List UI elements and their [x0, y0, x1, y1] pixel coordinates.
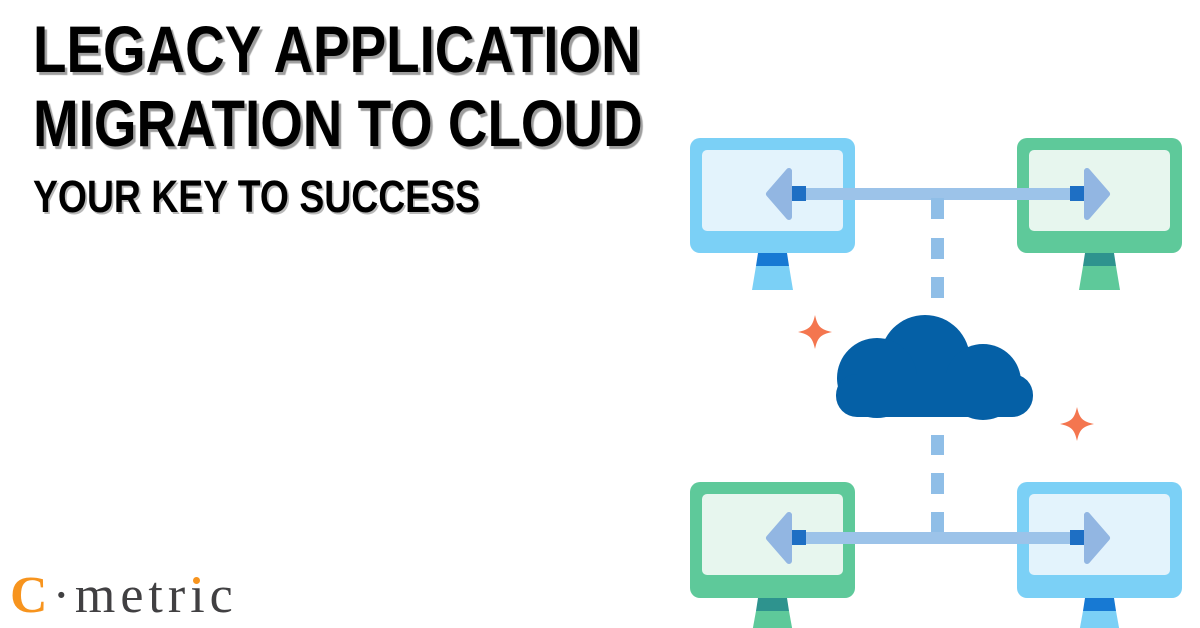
- page-subtitle: YOUR KEY TO SUCCESS: [33, 171, 480, 222]
- monitor-bottom-right: [1017, 482, 1182, 628]
- logo-i-stem: ı: [190, 567, 210, 624]
- connector-node-left: [792, 530, 806, 545]
- page-title-line2: MIGRATION TO CLOUD: [33, 86, 643, 160]
- monitor-top-left: [690, 138, 855, 290]
- cloud-migration-illustration: [690, 138, 1182, 628]
- dash-segment: [931, 238, 944, 259]
- dashed-link-top: [931, 198, 944, 298]
- arrow-right-icon: [1084, 168, 1110, 220]
- dash-segment: [931, 277, 944, 298]
- monitor-stand-foot: [1079, 611, 1120, 628]
- monitor-stand-neck: [756, 598, 789, 611]
- arrow-right-icon: [1084, 512, 1110, 564]
- logo-i-dot: [193, 577, 201, 584]
- connector-bar: [800, 532, 1076, 544]
- logo-text-end-c: c: [209, 567, 238, 624]
- monitor-stand-neck: [756, 253, 789, 266]
- connector-bottom: [766, 512, 1110, 564]
- arrow-left-icon: [766, 168, 792, 220]
- connector-top: [766, 168, 1110, 220]
- dash-segment: [931, 435, 944, 455]
- logo-letter-c: C: [10, 567, 53, 624]
- connector-node-right: [1070, 530, 1084, 545]
- dash-segment: [931, 512, 944, 532]
- monitor-bottom-left: [690, 482, 855, 628]
- dash-segment: [931, 198, 944, 219]
- connector-node-left: [792, 186, 806, 201]
- monitor-stand-neck: [1083, 598, 1116, 611]
- monitor-stand-foot: [1079, 266, 1120, 290]
- sparkle-icon: [1060, 407, 1094, 441]
- sparkle-icon: [798, 315, 832, 349]
- connector-bar: [800, 188, 1076, 200]
- page-title-line1: LEGACY APPLICATION: [33, 12, 641, 86]
- logo-separator-dot: ·: [52, 567, 75, 624]
- dash-segment: [931, 473, 944, 494]
- logo-letter-i: ı: [190, 570, 209, 622]
- monitor-stand-neck: [1083, 253, 1116, 266]
- logo-text-metr: metr: [74, 567, 191, 624]
- connector-node-right: [1070, 186, 1084, 201]
- monitor-stand-foot: [752, 266, 793, 290]
- headline-block: LEGACY APPLICATION MIGRATION TO CLOUD YO…: [33, 12, 643, 223]
- dashed-link-bottom: [931, 435, 944, 532]
- monitor-stand-foot: [752, 611, 793, 628]
- cloud-icon: [836, 315, 1033, 420]
- monitor-top-right: [1017, 138, 1182, 290]
- arrow-left-icon: [766, 512, 792, 564]
